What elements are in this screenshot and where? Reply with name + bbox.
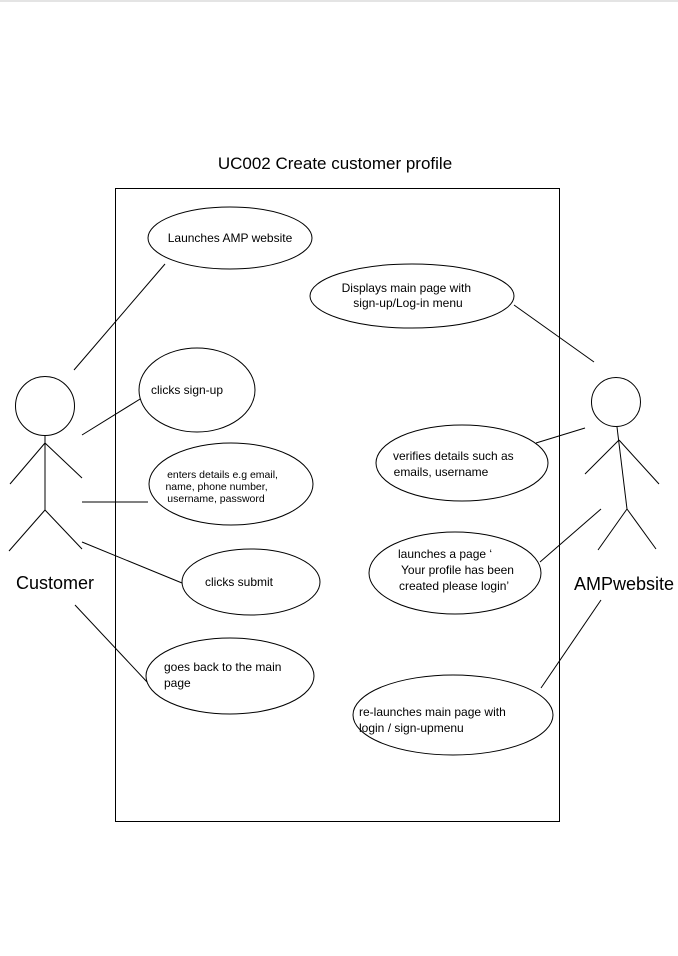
association-verify-details	[535, 427, 586, 444]
association-click-submit	[81, 541, 183, 584]
use-case-text: login / sign-upmenu	[359, 721, 464, 735]
use-case-click-submit: clicks submit	[181, 548, 321, 616]
svg-text:re-launches main page with: re-launches main page with login / sign-…	[359, 705, 509, 735]
use-case-display-main: Displays main page with sign-up/Log-in m…	[309, 263, 515, 329]
association-launch-confirmation	[539, 508, 602, 563]
use-case-text: name, phone number,	[165, 481, 267, 493]
website-left-arm	[584, 439, 620, 475]
customer-right-arm	[44, 442, 83, 479]
diagram-title: UC002 Create customer profile	[218, 154, 452, 173]
use-case-text: emails, username	[394, 465, 489, 479]
svg-text:verifies details such as: verifies details such as emails, usernam…	[393, 449, 517, 479]
association-display-main	[513, 304, 595, 363]
customer-actor: Customer	[8, 376, 94, 593]
svg-text:goes back to the main p: goes back to the main page	[164, 660, 285, 690]
use-case-verify-details: verifies details such as emails, usernam…	[375, 424, 549, 502]
customer-associations	[73, 263, 183, 684]
svg-text:clicks submit: clicks submit	[205, 575, 274, 589]
customer-label: Customer	[16, 573, 94, 593]
use-case-text: Displays main page with	[342, 281, 471, 295]
use-case-text: launches a page ‘	[398, 547, 492, 561]
use-case-text: re-launches main page with	[359, 705, 506, 719]
website-right-arm	[618, 439, 660, 485]
customer-left-arm	[9, 442, 46, 485]
svg-text:launches a page ‘ Your p: launches a page ‘ Your profile has been …	[398, 547, 517, 593]
svg-text:Displays main page with: Displays main page with sign-up/Log-in m…	[342, 281, 475, 310]
use-case-go-back: goes back to the main page	[145, 637, 315, 715]
use-case-launch-website: Launches AMP website	[147, 206, 313, 270]
customer-head	[15, 376, 75, 436]
use-case-click-signup: clicks sign-up	[138, 347, 256, 433]
use-case-relaunch-main: re-launches main page with login / sign-…	[352, 674, 554, 756]
website-actor: AMPwebsite	[574, 377, 674, 594]
association-relaunch-main	[540, 599, 602, 689]
website-body	[616, 426, 628, 510]
association-launch-website	[73, 263, 166, 371]
use-case-text: created please login’	[399, 579, 509, 593]
use-case-text: verifies details such as	[393, 449, 514, 463]
use-case-launch-confirmation: launches a page ‘ Your profile has been …	[368, 531, 542, 615]
use-case-text: page	[164, 676, 191, 690]
use-case-text: enters details e.g email,	[167, 469, 278, 481]
website-associations	[513, 304, 602, 689]
customer-right-leg	[44, 509, 83, 550]
svg-text:enters details e.g email,: enters details e.g email, name, phone nu…	[165, 469, 280, 505]
use-case-text: username, password	[167, 493, 265, 505]
use-case-text: goes back to the main	[164, 660, 281, 674]
use-case-text: Your profile has been	[401, 563, 514, 577]
association-click-signup	[81, 395, 146, 436]
website-head	[591, 377, 641, 427]
website-right-leg	[626, 508, 657, 550]
use-case-text: clicks sign-up	[151, 383, 223, 397]
association-go-back	[74, 604, 149, 684]
top-border	[0, 0, 678, 2]
use-case-text: Launches AMP website	[168, 231, 293, 245]
website-label: AMPwebsite	[574, 574, 674, 594]
use-case-text: clicks submit	[205, 575, 274, 589]
svg-text:clicks sign-up: clicks sign-up	[151, 383, 223, 397]
svg-text:Launches AMP website: Launches AMP website	[168, 231, 293, 245]
customer-left-leg	[8, 509, 46, 552]
system-boundary	[115, 188, 560, 822]
use-case-text: sign-up/Log-in menu	[353, 296, 462, 310]
website-left-leg	[597, 508, 628, 551]
use-case-enter-details: enters details e.g email, name, phone nu…	[148, 442, 314, 526]
